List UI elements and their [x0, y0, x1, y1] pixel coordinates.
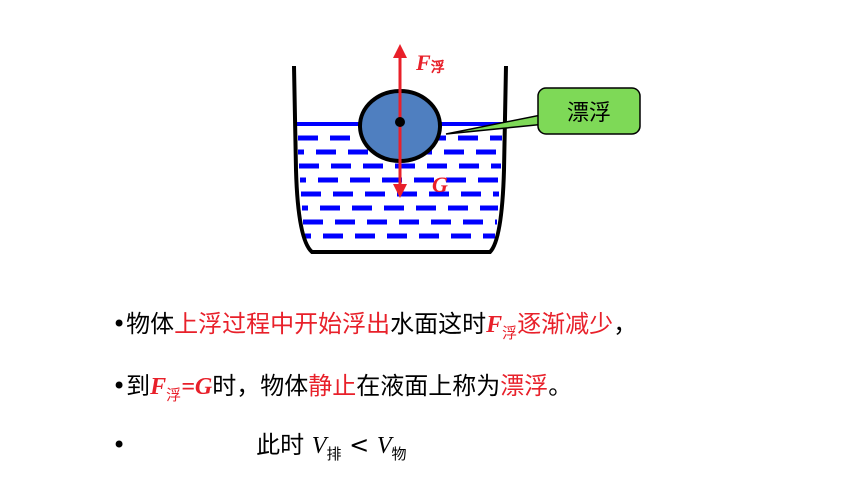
buoyant-force-label: F浮 — [415, 50, 445, 76]
text-segment: 。 — [548, 372, 573, 400]
text-segment: 物体 — [126, 310, 175, 338]
force-arrows — [393, 44, 407, 198]
text-highlight: 静止 — [308, 372, 357, 400]
buoyant-force-symbol: F浮=G — [150, 374, 213, 404]
bullet: • — [112, 431, 127, 459]
less-than-sign: < — [341, 431, 377, 459]
text-segment: ， — [613, 310, 638, 338]
text-segment: 在液面上称为 — [356, 372, 501, 400]
text-line-1: •物体上浮过程中开始浮出水面这时F浮逐渐减少， — [112, 304, 637, 343]
text-segment: 到 — [126, 372, 151, 400]
volume-object: V物 — [376, 433, 407, 463]
text-line-2: •到F浮=G时，物体静止在液面上称为漂浮。 — [112, 366, 572, 405]
text-segment: 时，物体 — [212, 372, 309, 400]
bullet: • — [112, 310, 127, 338]
callout: 漂浮 — [445, 87, 641, 135]
text-segment: 水面这时 — [390, 310, 487, 338]
center-dot — [395, 117, 405, 127]
text-line-3: • 此时 V排 < V物 — [112, 425, 407, 464]
arrow-down-icon — [393, 184, 407, 198]
callout-label: 漂浮 — [567, 101, 611, 126]
buoyant-force-symbol: F浮 — [486, 312, 518, 342]
text-highlight: 逐渐减少 — [517, 310, 614, 338]
text-segment: 此时 — [256, 431, 305, 459]
bullet: • — [112, 372, 127, 400]
arrow-up-icon — [393, 44, 407, 58]
text-highlight: 上浮过程中开始浮出 — [174, 310, 391, 338]
buoyancy-diagram: F浮 G 漂浮 — [292, 44, 641, 254]
container — [292, 65, 508, 254]
volume-displaced: V排 — [311, 433, 342, 463]
text-highlight: 漂浮 — [500, 372, 549, 400]
gravity-label: G — [432, 172, 448, 197]
